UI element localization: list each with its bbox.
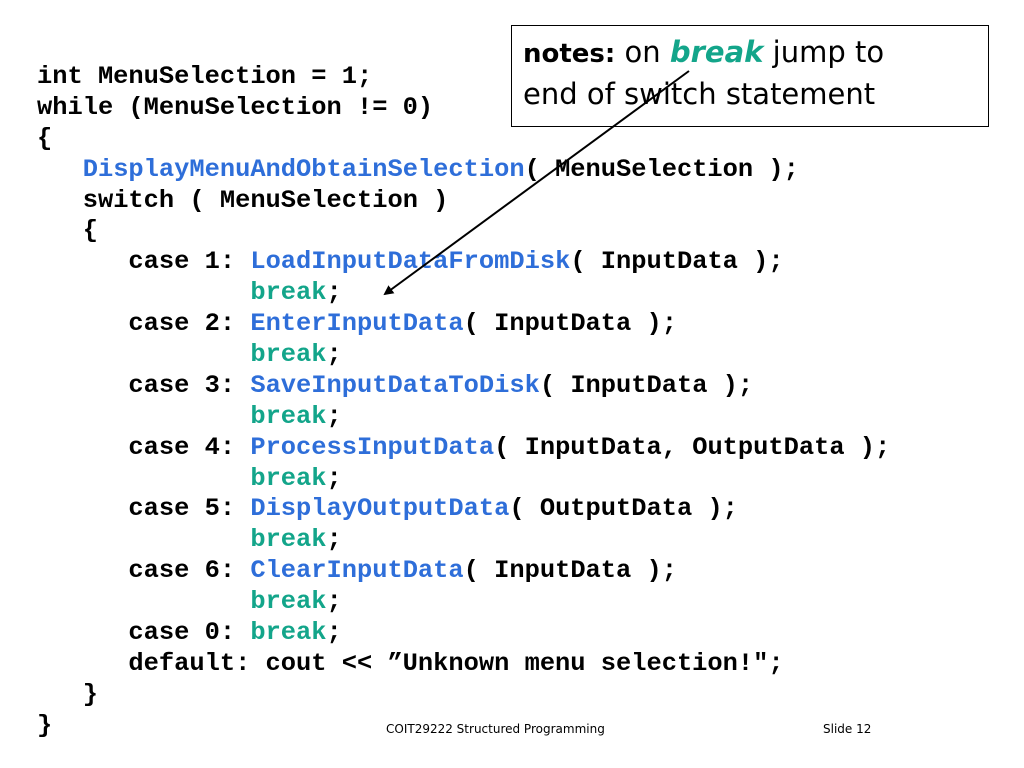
code-line: break; xyxy=(37,340,890,371)
function-name: ClearInputData xyxy=(250,556,464,586)
code-line: break; xyxy=(37,587,890,618)
code-text: ; xyxy=(326,587,342,617)
keyword-break: break xyxy=(250,463,327,493)
code-text: while (MenuSelection != 0) xyxy=(37,92,434,122)
code-line: break; xyxy=(37,278,890,309)
code-listing: int MenuSelection = 1;while (MenuSelecti… xyxy=(37,62,890,742)
code-text: ( MenuSelection ); xyxy=(524,154,799,184)
notes-callout: notes: on break jump to end of switch st… xyxy=(511,25,989,127)
notes-break-keyword: break xyxy=(669,35,764,69)
function-name: DisplayMenuAndObtainSelection xyxy=(82,154,525,184)
function-name: LoadInputDataFromDisk xyxy=(250,247,571,277)
code-text: ; xyxy=(326,618,342,648)
keyword-break: break xyxy=(250,340,327,370)
code-text: } xyxy=(82,679,98,709)
code-line: case 6: ClearInputData( InputData ); xyxy=(37,556,890,587)
code-text: case 6: xyxy=(128,556,251,586)
code-line: { xyxy=(37,124,890,155)
code-text: ; xyxy=(326,278,342,308)
code-text: ; xyxy=(326,463,342,493)
footer-slide-number: Slide 12 xyxy=(823,722,872,736)
code-text: case 2: xyxy=(128,309,251,339)
function-name: SaveInputDataToDisk xyxy=(250,370,540,400)
code-text: case 1: xyxy=(128,247,251,277)
code-line: case 0: break; xyxy=(37,618,890,649)
code-text: ( OutputData ); xyxy=(509,494,738,524)
keyword-break: break xyxy=(250,278,327,308)
notes-label: notes: xyxy=(523,39,616,69)
code-line: } xyxy=(37,680,890,711)
keyword-break: break xyxy=(250,587,327,617)
code-line: DisplayMenuAndObtainSelection( MenuSelec… xyxy=(37,155,890,186)
code-text: ( InputData ); xyxy=(463,556,677,586)
code-text: switch ( MenuSelection ) xyxy=(82,185,449,215)
code-line: break; xyxy=(37,525,890,556)
code-line: default: cout << ”Unknown menu selection… xyxy=(37,649,890,680)
code-line: case 3: SaveInputDataToDisk( InputData )… xyxy=(37,371,890,402)
code-text: case 5: xyxy=(128,494,251,524)
code-line: break; xyxy=(37,402,890,433)
function-name: DisplayOutputData xyxy=(250,494,510,524)
code-text: int MenuSelection = 1; xyxy=(37,62,373,91)
code-text: } xyxy=(37,710,53,740)
code-line: case 4: ProcessInputData( InputData, Out… xyxy=(37,433,890,464)
function-name: ProcessInputData xyxy=(250,432,495,462)
footer-course: COIT29222 Structured Programming xyxy=(386,722,605,736)
code-text: { xyxy=(82,216,98,246)
code-text: ; xyxy=(326,525,342,555)
code-text: ; xyxy=(326,340,342,370)
code-line: { xyxy=(37,216,890,247)
code-text: ( InputData ); xyxy=(539,370,754,400)
code-text: ; xyxy=(326,401,342,431)
keyword-break: break xyxy=(250,401,327,431)
code-line: case 1: LoadInputDataFromDisk( InputData… xyxy=(37,247,890,278)
code-line: case 2: EnterInputData( InputData ); xyxy=(37,309,890,340)
code-line: switch ( MenuSelection ) xyxy=(37,186,890,217)
code-line: case 5: DisplayOutputData( OutputData ); xyxy=(37,494,890,525)
code-text: ( InputData ); xyxy=(463,309,677,339)
code-text: { xyxy=(37,123,53,153)
code-text: ( InputData ); xyxy=(570,247,784,277)
keyword-break: break xyxy=(250,525,327,555)
code-text: default: cout << ”Unknown menu selection… xyxy=(128,648,784,678)
code-text: case 0: xyxy=(128,618,251,648)
notes-text-after: jump to xyxy=(763,35,885,69)
code-text: ( InputData, OutputData ); xyxy=(494,432,891,462)
notes-line-2: end of switch statement xyxy=(523,77,876,111)
code-line: } xyxy=(37,711,890,742)
notes-text-before: on xyxy=(615,35,670,69)
code-line: break; xyxy=(37,464,890,495)
code-line: int MenuSelection = 1; xyxy=(37,62,890,93)
code-text: case 3: xyxy=(128,370,251,400)
keyword-break: break xyxy=(250,618,327,648)
code-text: case 4: xyxy=(128,432,251,462)
function-name: EnterInputData xyxy=(250,309,464,339)
